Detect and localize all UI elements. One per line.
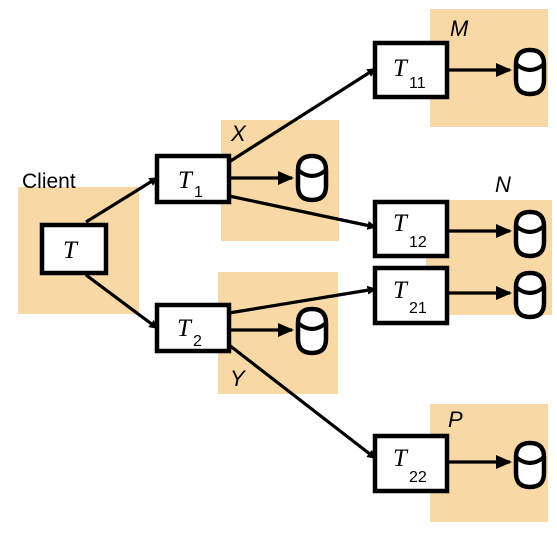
region-label-m: M xyxy=(450,16,469,41)
node-t21-sub: 21 xyxy=(409,300,427,317)
region-labels: Client X Y M N P xyxy=(22,16,511,432)
node-t: T xyxy=(39,222,109,276)
node-t11-label: T xyxy=(393,55,409,82)
database-icon xyxy=(513,440,547,490)
region-label-x: X xyxy=(230,121,247,146)
node-t2-sub: 2 xyxy=(193,333,202,350)
database-icon xyxy=(513,47,547,97)
node-t12: T 12 xyxy=(372,199,450,259)
client-label: Client xyxy=(22,170,76,193)
region-label-y: Y xyxy=(230,366,246,391)
node-t22: T 22 xyxy=(372,433,450,494)
edge-t1-t12 xyxy=(228,194,377,230)
region-label-p: P xyxy=(448,407,463,432)
edges xyxy=(85,67,377,460)
region-label-n: N xyxy=(495,172,511,197)
node-t11: T 11 xyxy=(372,40,450,100)
node-t2: T 2 xyxy=(154,302,232,354)
database-icon xyxy=(513,270,547,320)
node-t21: T 21 xyxy=(372,265,450,326)
node-t1: T 1 xyxy=(154,153,232,205)
edge-t2-t21 xyxy=(228,285,377,315)
db-edges xyxy=(229,63,512,469)
node-t12-label: T xyxy=(393,210,409,237)
edge-t-t1 xyxy=(85,176,159,224)
edge-t1-t11 xyxy=(228,67,377,164)
node-t2-label: T xyxy=(177,315,193,342)
node-t11-sub: 11 xyxy=(409,75,426,92)
node-t1-sub: 1 xyxy=(194,184,203,201)
node-t22-sub: 22 xyxy=(409,469,427,486)
node-t22-label: T xyxy=(393,445,409,472)
node-t1-label: T xyxy=(178,167,194,194)
nodes: T T 1 T 2 T 11 T 12 T 21 T xyxy=(39,40,450,494)
database-icon xyxy=(513,209,547,259)
database-icon xyxy=(295,153,329,203)
edge-t-t2 xyxy=(85,273,159,330)
node-t12-sub: 12 xyxy=(409,234,427,251)
node-t21-label: T xyxy=(393,277,409,304)
edge-t2-t22 xyxy=(228,343,377,460)
database-icon xyxy=(295,306,329,356)
databases xyxy=(295,47,547,490)
node-t-label: T xyxy=(63,237,79,264)
